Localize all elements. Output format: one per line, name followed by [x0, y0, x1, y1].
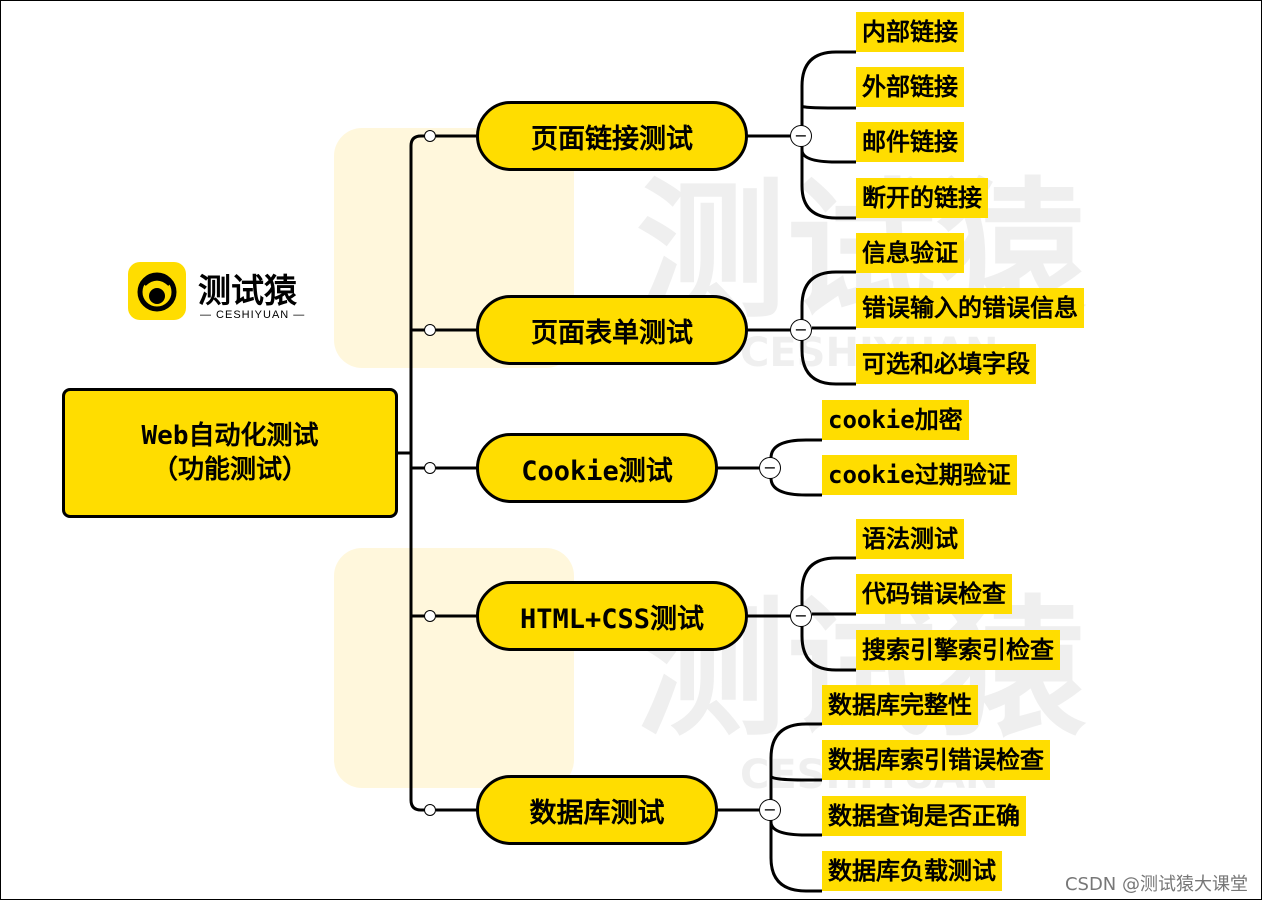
- leaf-node[interactable]: cookie过期验证: [822, 455, 1017, 495]
- leaf-node[interactable]: 数据查询是否正确: [822, 796, 1026, 836]
- root-node[interactable]: Web自动化测试 （功能测试）: [62, 388, 398, 518]
- branch-node-html-css[interactable]: HTML+CSS测试: [476, 581, 748, 651]
- collapse-toggle[interactable]: −: [790, 319, 812, 341]
- collapse-toggle[interactable]: −: [790, 125, 812, 147]
- logo-subtitle: — CESHIYUAN —: [200, 309, 306, 321]
- collapse-knob[interactable]: [424, 130, 436, 142]
- branch-label: 数据库测试: [529, 797, 665, 829]
- leaf-connector: [800, 149, 856, 164]
- collapse-toggle[interactable]: −: [790, 605, 812, 627]
- branch-label: 页面链接测试: [531, 123, 693, 155]
- collapse-toggle[interactable]: −: [759, 457, 781, 479]
- leaf-node[interactable]: 语法测试: [856, 519, 964, 559]
- branch-node-database[interactable]: 数据库测试: [476, 775, 718, 845]
- monkey-logo-icon: [128, 262, 186, 320]
- leaf-node[interactable]: 内部链接: [856, 12, 964, 52]
- collapse-knob[interactable]: [424, 610, 436, 622]
- leaf-node[interactable]: 可选和必填字段: [856, 344, 1036, 384]
- collapse-knob[interactable]: [424, 324, 436, 336]
- leaf-node[interactable]: 数据库负载测试: [822, 851, 1002, 891]
- collapse-toggle[interactable]: −: [759, 799, 781, 821]
- logo-name: 测试猿: [198, 271, 297, 310]
- trunk-line: [409, 134, 430, 812]
- branch-label: Cookie测试: [521, 455, 673, 487]
- root-title: Web自动化测试: [141, 421, 319, 451]
- leaf-node[interactable]: 外部链接: [856, 67, 964, 107]
- leaf-connector: [800, 104, 856, 110]
- branch-label: HTML+CSS测试: [519, 603, 705, 635]
- leaf-node[interactable]: 邮件链接: [856, 122, 964, 162]
- branch-node-cookie[interactable]: Cookie测试: [476, 433, 718, 503]
- leaf-node[interactable]: 错误输入的错误信息: [856, 288, 1084, 328]
- credit-text: CSDN @测试猿大课堂: [1064, 874, 1248, 895]
- leaf-connector: [769, 821, 822, 837]
- root-subtitle: （功能测试）: [151, 455, 308, 485]
- leaf-node[interactable]: 信息验证: [856, 233, 964, 273]
- leaf-node[interactable]: 数据库索引错误检查: [822, 740, 1050, 780]
- leaf-node[interactable]: cookie加密: [822, 400, 969, 440]
- leaf-node[interactable]: 代码错误检查: [856, 574, 1012, 614]
- collapse-knob[interactable]: [424, 462, 436, 474]
- leaf-connector: [769, 775, 822, 782]
- collapse-knob[interactable]: [424, 804, 436, 816]
- branch-label: 页面表单测试: [531, 317, 693, 349]
- branch-node-page-forms[interactable]: 页面表单测试: [476, 295, 748, 365]
- leaf-node[interactable]: 搜索引擎索引检查: [856, 630, 1060, 670]
- branch-node-page-links[interactable]: 页面链接测试: [476, 101, 748, 171]
- leaf-node[interactable]: 断开的链接: [856, 178, 988, 218]
- leaf-node[interactable]: 数据库完整性: [822, 685, 978, 725]
